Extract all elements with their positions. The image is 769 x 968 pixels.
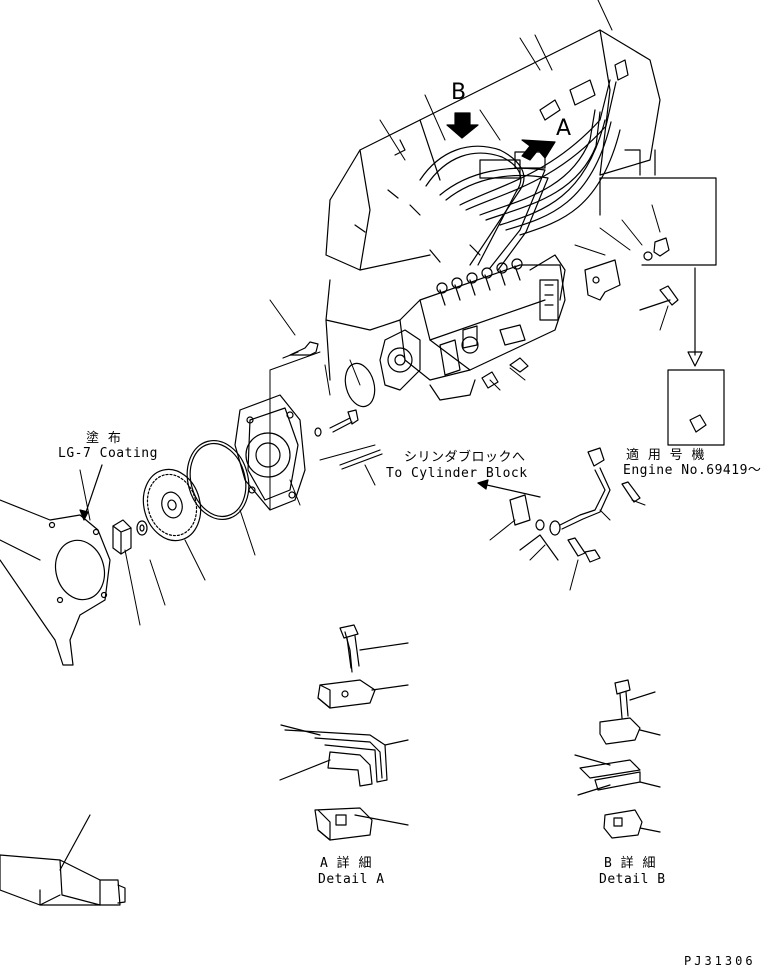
leader-lines xyxy=(79,0,669,626)
detail-b-drawing xyxy=(574,679,661,839)
detail-a-label-en: Detail A xyxy=(318,872,385,887)
front-cover-gasket xyxy=(0,499,111,666)
engine-label-jp: 適 用 号 機 xyxy=(626,448,705,463)
oil-pipe xyxy=(481,357,641,563)
detail-a-drawing xyxy=(279,624,409,841)
injection-pipes xyxy=(419,59,629,271)
pump-drive-gear xyxy=(142,468,202,542)
view-arrows xyxy=(446,112,556,161)
o-ring-large xyxy=(186,439,250,521)
coating-label-jp: 塗 布 xyxy=(86,431,122,446)
detail-b-label-jp: B 詳 細 xyxy=(604,856,656,871)
view-marker-a: A xyxy=(556,116,572,141)
coating-label-en: LG-7 Coating xyxy=(58,446,158,461)
drawing-code: PJ31306 xyxy=(684,954,756,968)
engine-no-box xyxy=(599,177,725,446)
injection-pump xyxy=(379,254,566,401)
front-fasteners xyxy=(282,341,383,470)
coating-arrow xyxy=(79,464,103,521)
timing-housing xyxy=(234,394,306,511)
detail-b-label-en: Detail B xyxy=(599,872,666,887)
special-tool xyxy=(0,814,126,906)
engine-label-en: Engine No.69419～ xyxy=(623,463,762,478)
cylinder-label-en: To Cylinder Block xyxy=(386,466,528,481)
cylinder-label-jp: シリンダブロックへ xyxy=(404,450,526,465)
view-marker-b: B xyxy=(451,80,467,105)
washer-and-nut xyxy=(112,519,148,555)
engine-block xyxy=(325,29,661,381)
detail-a-label-jp: A 詳 細 xyxy=(320,856,372,871)
pump-bracket xyxy=(584,237,679,311)
cylinder-arrow xyxy=(477,479,541,498)
